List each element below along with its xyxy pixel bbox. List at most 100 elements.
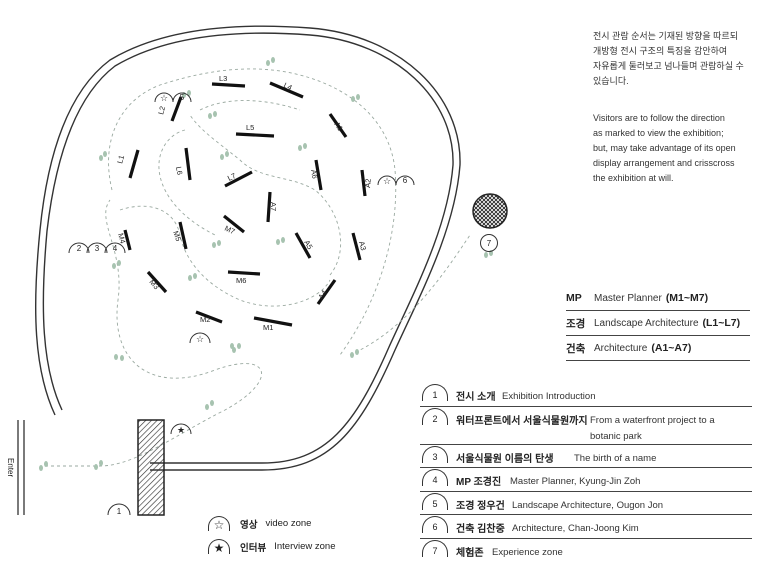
zone-title-ko: MP 조경진 xyxy=(456,477,502,489)
label-A2: A2 xyxy=(363,178,373,188)
experience-zone-circle xyxy=(472,193,508,229)
zone-number: 2 xyxy=(422,407,448,425)
note-en-line: but, may take advantage of its open xyxy=(593,143,736,153)
entrance-block xyxy=(137,419,165,516)
panel-L6 xyxy=(184,147,192,181)
footprints xyxy=(39,57,493,471)
panel-L7 xyxy=(224,170,253,188)
zone-row: 3 서울식물원 이름의 탄생 The birth of a name xyxy=(420,445,752,469)
label-L7: L7 xyxy=(226,171,237,183)
icon-legend-ko: 인터뷰 xyxy=(240,542,267,554)
icon-legend-en: video zone xyxy=(265,518,312,529)
category-legend: MP Master Planner (M1~M7) 조경 Landscape A… xyxy=(566,286,750,361)
panel-L2 xyxy=(170,96,183,122)
visiting-note-english: Visitors are to follow the direction as … xyxy=(593,111,758,186)
label-M1: M1 xyxy=(263,323,273,332)
label-M2: M2 xyxy=(200,315,210,324)
note-en-line: Visitors are to follow the direction xyxy=(593,113,725,123)
zone-title-en: Architecture, Chan-Joong Kim xyxy=(512,523,639,535)
star-outline-icon: ☆ xyxy=(160,94,168,104)
zone-title-ko: 조경 정우건 xyxy=(456,500,505,512)
note-en-line: as marked to view the exhibition; xyxy=(593,128,724,138)
panel-A2 xyxy=(360,169,367,197)
panel-M1 xyxy=(253,316,293,327)
zone-number: 7 xyxy=(422,539,448,557)
category-range: (M1~M7) xyxy=(665,292,709,304)
category-range: (A1~A7) xyxy=(651,342,692,354)
panel-L5 xyxy=(235,132,275,138)
zone-number: 5 xyxy=(422,492,448,510)
visitor-route xyxy=(45,68,471,467)
video-zone-stars: ☆ ☆ ☆ ★ xyxy=(160,94,391,436)
entrance-wall xyxy=(17,420,25,515)
category-code: MP xyxy=(566,292,582,304)
star-outline-icon: ☆ xyxy=(383,177,391,187)
note-ko-line: 개방형 전시 구조의 특징을 감안하여 xyxy=(593,46,728,56)
category-label: Master Planner xyxy=(594,292,662,304)
category-row: 조경 Landscape Architecture (L1~L7) xyxy=(566,311,750,336)
panel-A4 xyxy=(316,279,337,305)
zone-legend: 1 전시 소개 Exhibition Introduction 2 워터프론트에… xyxy=(420,383,752,562)
zone-markers xyxy=(68,92,498,516)
zone-title-en: Exhibition Introduction xyxy=(502,391,596,402)
label-A4: A4 xyxy=(316,288,329,301)
note-ko-line: 자유롭게 둘러보고 넘나들며 관람하실 수 xyxy=(593,61,744,71)
label-L6: L6 xyxy=(174,166,184,176)
visiting-note-korean: 전시 관람 순서는 기재된 방향을 따르되 개방형 전시 구조의 특징을 감안하… xyxy=(593,29,758,89)
label-M4: M4 xyxy=(116,232,127,244)
marker-3: 3 xyxy=(95,244,100,253)
enter-label: Enter xyxy=(6,458,15,477)
marker-5: 5 xyxy=(180,93,185,102)
category-label: Landscape Architecture xyxy=(594,317,699,329)
label-L5: L5 xyxy=(246,123,254,132)
zone-number: 4 xyxy=(422,469,448,487)
panel-M4 xyxy=(123,229,132,251)
zone-title-en: Master Planner, Kyung-Jin Zoh xyxy=(510,476,641,488)
panel-L3 xyxy=(211,82,246,88)
category-code: 조경 xyxy=(566,317,586,330)
marker-1: 1 xyxy=(117,507,122,516)
exhibit-panels xyxy=(123,81,367,327)
label-A6: A6 xyxy=(309,169,319,180)
zone-title-ko: 서울식물원 이름의 탄생 xyxy=(456,453,554,465)
icon-legend-ko: 영상 xyxy=(240,519,258,531)
note-ko-line: 있습니다. xyxy=(593,76,629,86)
panel-M6 xyxy=(227,270,261,276)
zone-number: 6 xyxy=(422,516,448,534)
panel-L4 xyxy=(269,81,304,99)
label-L4: L4 xyxy=(282,81,293,93)
star-filled-icon: ★ xyxy=(177,426,185,436)
label-M3: M3 xyxy=(147,278,161,292)
marker-7: 7 xyxy=(487,239,492,248)
zone-title-en: From a waterfront project to a botanic p… xyxy=(590,414,715,442)
zone-row: 7 체험존 Experience zone xyxy=(420,539,752,562)
panel-M2 xyxy=(195,310,223,324)
video-zone-legend: ☆ 영상 video zone xyxy=(208,516,311,531)
zone-row: 2 워터프론트에서 서울식물원까지 From a waterfront proj… xyxy=(420,407,752,445)
label-M7: M7 xyxy=(223,224,236,237)
panel-L1 xyxy=(128,149,140,179)
label-A1: A1 xyxy=(332,120,345,133)
zone-title-ko: 건축 김찬중 xyxy=(456,524,505,536)
zone-row: 5 조경 정우건 Landscape Architecture, Ougon J… xyxy=(420,492,752,516)
marker-6: 6 xyxy=(403,176,408,185)
panel-M5 xyxy=(178,221,188,250)
panel-A7 xyxy=(266,191,272,223)
zone-title-en: The birth of a name xyxy=(574,452,657,464)
note-en-line: display arrangement and crisscross xyxy=(593,158,735,168)
category-row: 건축 Architecture (A1~A7) xyxy=(566,336,750,361)
zone-row: 1 전시 소개 Exhibition Introduction xyxy=(420,383,752,407)
marker-4: 4 xyxy=(113,244,118,253)
star-filled-icon: ★ xyxy=(208,539,230,554)
category-range: (L1~L7) xyxy=(702,317,741,329)
label-L3: L3 xyxy=(219,74,227,83)
label-M5: M5 xyxy=(171,230,183,243)
zone-row: 4 MP 조경진 Master Planner, Kyung-Jin Zoh xyxy=(420,468,752,492)
zone-marker-numbers: 2 3 4 1 5 6 7 xyxy=(77,93,492,516)
panel-A1 xyxy=(328,113,348,138)
interview-zone-legend: ★ 인터뷰 Interview zone xyxy=(208,539,336,554)
label-A3: A3 xyxy=(357,240,368,251)
label-L1: L1 xyxy=(115,154,126,164)
zone-title-ko: 체험존 xyxy=(456,547,484,559)
